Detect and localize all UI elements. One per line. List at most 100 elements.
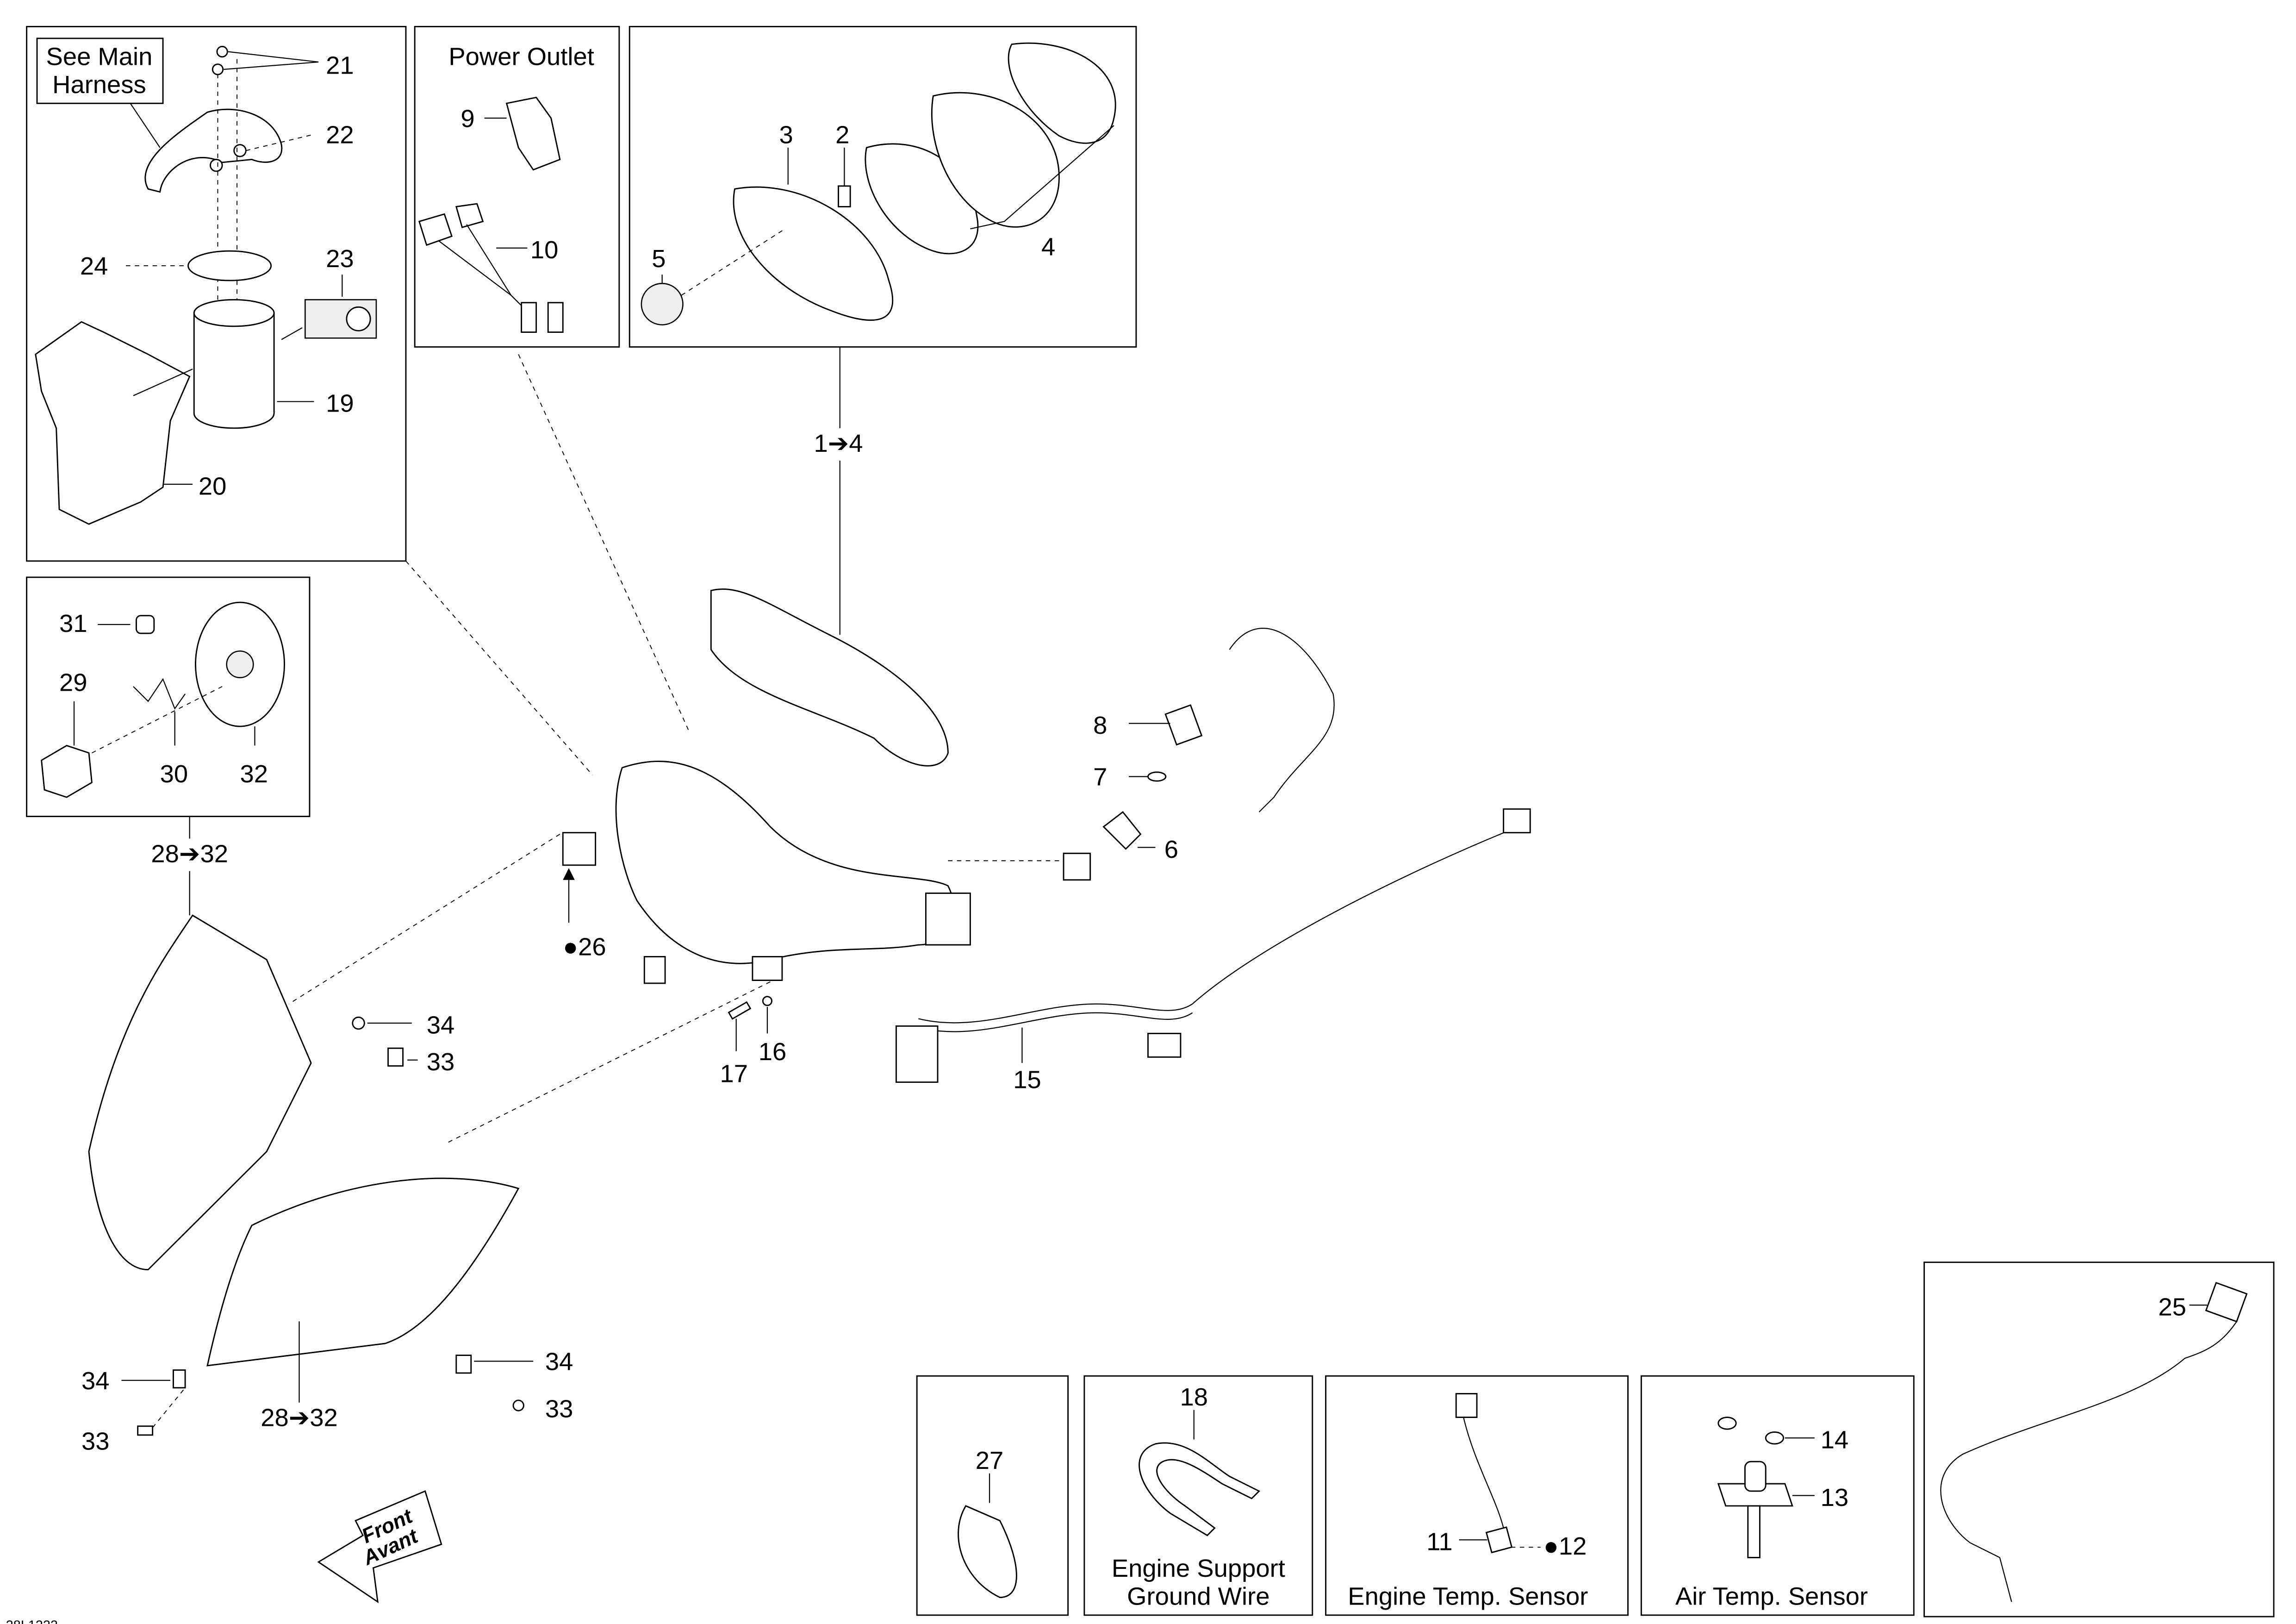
bulb-29-part: [41, 744, 93, 798]
washer-22-part: [233, 144, 247, 157]
panel-frame: [916, 1375, 1069, 1616]
bezel-3-part: [733, 186, 894, 321]
callout-33-top: 33: [427, 1048, 455, 1076]
callout-1-4: 1➔4: [814, 429, 863, 457]
gauge-housing-part: [931, 92, 1060, 228]
washer-16-part: [762, 996, 772, 1006]
engine-temp-title: Engine Temp. Sensor: [1348, 1582, 1588, 1611]
panel-engine-temp: 11 ●12 Engine Temp. Sensor: [1325, 1375, 1629, 1616]
clip-34-part: [352, 1016, 365, 1030]
screw-33-part: [512, 1399, 524, 1412]
panel-frame: [1083, 1375, 1313, 1616]
washer-22-part: [210, 158, 223, 172]
gauge-cluster-part: [710, 588, 949, 767]
panel-frame: [628, 25, 1137, 348]
nut-14-part: [1765, 1431, 1785, 1445]
callout-19: 19: [326, 389, 354, 418]
sensor-connector: [1455, 1393, 1478, 1418]
callout-4: 4: [1041, 233, 1055, 261]
tie-wrap-27-part: [958, 1505, 1017, 1599]
ground-wire-title-line1: Engine Support: [1112, 1554, 1285, 1582]
screw-21-part: [212, 63, 224, 75]
panel-air-temp: 14 13 Air Temp. Sensor: [1640, 1375, 1915, 1616]
callout-25: 25: [2158, 1293, 2186, 1321]
sensor-connector-25-part: [2205, 1281, 2248, 1323]
callout-29: 29: [59, 668, 87, 697]
drawing-id: 38L1322: [6, 1618, 58, 1624]
panel-frame: [26, 576, 311, 818]
callout-12: ●12: [1543, 1532, 1587, 1560]
callout-30: 30: [160, 760, 188, 788]
tether-switch-6-part: [1102, 811, 1142, 850]
panel-frame: [1325, 1375, 1629, 1616]
panel-frame: [1923, 1262, 2275, 1618]
callout-3: 3: [779, 120, 793, 149]
panel-frame: [26, 25, 407, 562]
connector-part: [562, 832, 597, 866]
callout-10: 10: [530, 236, 559, 264]
callout-32: 32: [240, 760, 268, 788]
headlight-assembly: 28➔32 34 33 34 33 34 33: [81, 914, 573, 1455]
callout-31: 31: [59, 609, 87, 637]
callout-33-right: 33: [545, 1395, 573, 1423]
callout-7: 7: [1093, 763, 1107, 791]
callout-11: 11: [1426, 1528, 1452, 1556]
callout-9: 9: [460, 104, 474, 132]
main-harness-assembly: 15 ●26 16 17 8 7 6: [288, 354, 1531, 1145]
panel-capacitor: See Main Harness 21 22 24 23: [26, 25, 407, 562]
ground-wire-title-line2: Ground Wire: [1127, 1582, 1269, 1611]
callout-28-32-upper: 28➔32: [151, 840, 228, 868]
callout-16: 16: [759, 1037, 787, 1066]
tether-cap-8-part: [1164, 704, 1203, 746]
callout-15: 15: [1013, 1065, 1041, 1093]
capacitor-19-part: [193, 312, 275, 429]
panel-bulb: 31 29 30 32 28➔32: [26, 576, 311, 916]
callout-28-32-lower: 28➔32: [261, 1404, 338, 1432]
callout-26: ●26: [563, 932, 606, 961]
screw-33-part: [137, 1425, 154, 1436]
callout-18: 18: [1180, 1383, 1208, 1411]
callout-8: 8: [1093, 711, 1107, 739]
plate-24-part: [187, 250, 272, 281]
panel-sensor-25: 25: [1923, 1262, 2275, 1618]
panel-ground-wire: 18 Engine Support Ground Wire: [1083, 1375, 1313, 1616]
panel-power-outlet: Power Outlet 9 10: [414, 25, 620, 348]
washer-7-part: [1147, 771, 1167, 782]
callout-14: 14: [1821, 1426, 1849, 1454]
screw-33-part: [387, 1047, 404, 1067]
harness-wire-part: [144, 108, 283, 193]
panel-frame: [1640, 1375, 1915, 1616]
callout-22: 22: [326, 120, 354, 149]
callout-20: 20: [199, 472, 227, 500]
nut-part: [1717, 1417, 1737, 1430]
panel-frame: [414, 25, 620, 348]
main-harness-15-body: [615, 761, 955, 964]
air-temp-title: Air Temp. Sensor: [1675, 1582, 1868, 1611]
callout-34-top: 34: [427, 1011, 455, 1039]
bulb-cap-31-part: [136, 615, 155, 634]
callout-34-right: 34: [545, 1348, 573, 1376]
harness-end-connector: [1503, 808, 1531, 834]
power-outlet-title: Power Outlet: [448, 42, 594, 70]
capacitor-holder-20-part: [35, 321, 191, 525]
clip-34-part: [455, 1355, 472, 1374]
engine-temp-sensor-11-part: [1485, 1526, 1513, 1554]
callout-2: 2: [835, 120, 849, 149]
see-main-harness-line2: Harness: [52, 70, 146, 99]
callout-27: 27: [976, 1446, 1004, 1474]
headlight-housing-part: [88, 914, 312, 1271]
callout-5: 5: [652, 244, 666, 273]
brp-logo-5-part: [641, 283, 684, 325]
screw-21-part: [216, 46, 228, 58]
callout-23: 23: [326, 244, 354, 273]
callout-34-left: 34: [81, 1367, 110, 1395]
panel-gauge: 3 2 4 5 1➔4: [628, 25, 1137, 635]
see-main-harness-box: [36, 37, 164, 104]
front-arrow-icon: [317, 1490, 442, 1604]
clip-34-part: [173, 1369, 186, 1389]
harness-10-part: [521, 302, 537, 333]
callout-33-left: 33: [81, 1427, 110, 1455]
headlight-lens-part: [206, 1177, 520, 1367]
front-direction-arrow: Front Avant: [317, 1490, 442, 1604]
